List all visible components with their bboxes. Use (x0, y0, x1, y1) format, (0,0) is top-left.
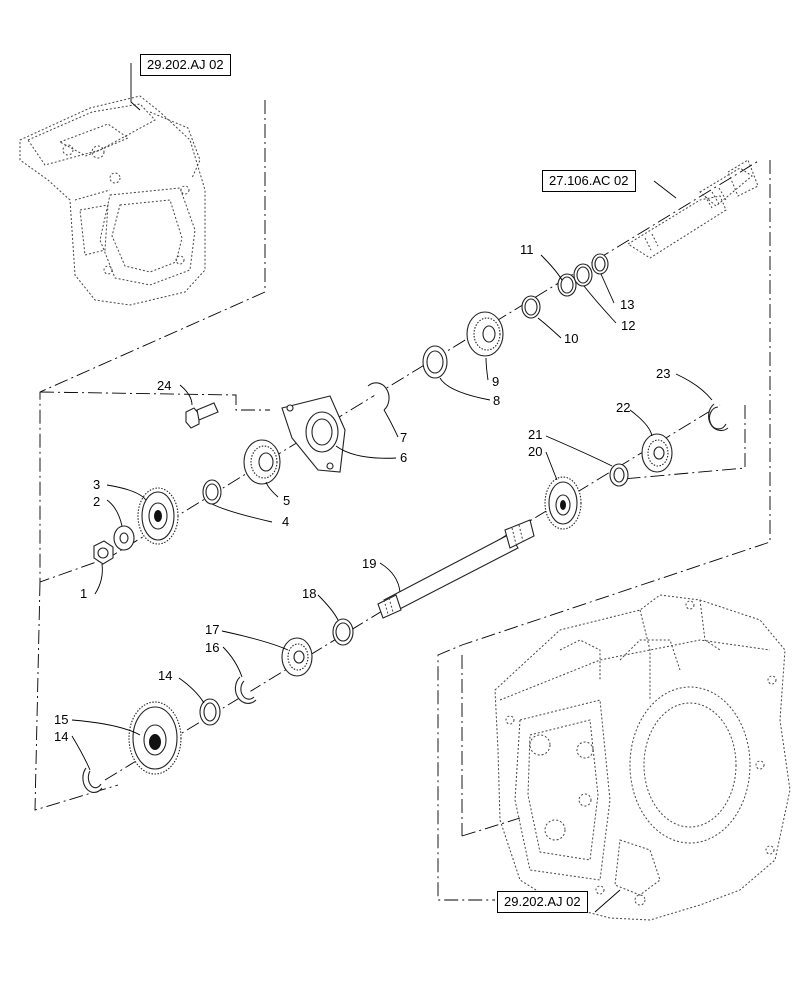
ring-part-10 (521, 295, 541, 319)
bearing-part-17 (281, 637, 313, 677)
transmission-case (494, 594, 791, 921)
callout-5: 5 (283, 493, 290, 508)
callout-1: 1 (80, 586, 87, 601)
callout-14-lower: 14 (54, 729, 68, 744)
ring-part-18 (332, 618, 354, 646)
callout-13: 13 (620, 297, 634, 312)
callout-6: 6 (400, 450, 407, 465)
gear-part-15 (128, 701, 182, 775)
snap-ring-part-7 (367, 382, 390, 411)
shaft-part-19 (377, 519, 535, 619)
bushing-part-21 (609, 463, 629, 487)
reference-link-top-right[interactable]: 27.106.AC 02 (542, 170, 636, 192)
snap-ring-part-14-lower (82, 767, 103, 793)
rear-axle-housing (19, 95, 206, 306)
bushing-part-4 (202, 479, 222, 505)
callout-12: 12 (621, 318, 635, 333)
callout-labels: 1 2 3 4 5 6 7 8 9 10 11 12 13 14 15 14 1… (54, 242, 670, 744)
callout-24: 24 (157, 378, 171, 393)
snap-ring-part-23 (708, 403, 729, 432)
callout-17: 17 (205, 622, 219, 637)
callout-14-upper: 14 (158, 668, 172, 683)
bearing-part-9 (466, 311, 504, 357)
callout-7: 7 (400, 430, 407, 445)
callout-22: 22 (616, 400, 630, 415)
snap-ring-part-16 (234, 676, 257, 704)
ring-part-14-upper (199, 698, 221, 726)
callout-16: 16 (205, 640, 219, 655)
bolt-part-24 (185, 402, 219, 429)
callout-19: 19 (362, 556, 376, 571)
callout-23: 23 (656, 366, 670, 381)
callout-10: 10 (564, 331, 578, 346)
bushing-part-8 (422, 345, 448, 379)
bearing-part-22 (641, 433, 673, 473)
callout-8: 8 (493, 393, 500, 408)
flange-part-6 (281, 395, 346, 473)
gear-part-3 (137, 487, 179, 545)
reference-link-bottom-right[interactable]: 29.202.AJ 02 (497, 891, 588, 913)
callout-20: 20 (528, 444, 542, 459)
leader-lines (71, 63, 713, 913)
callout-4: 4 (282, 514, 289, 529)
callout-2: 2 (93, 494, 100, 509)
rings-part-11-12-13 (557, 253, 609, 297)
callout-3: 3 (93, 477, 100, 492)
callout-9: 9 (492, 374, 499, 389)
callout-21: 21 (528, 427, 542, 442)
bearing-part-5 (243, 439, 281, 485)
nut-part-1 (93, 540, 114, 565)
callout-11: 11 (520, 242, 534, 257)
gear-part-20 (544, 476, 582, 530)
callout-18: 18 (302, 586, 316, 601)
pinion-shaft (627, 159, 759, 259)
reference-link-top-left[interactable]: 29.202.AJ 02 (140, 54, 231, 76)
washer-part-2 (113, 525, 135, 551)
callout-15: 15 (54, 712, 68, 727)
